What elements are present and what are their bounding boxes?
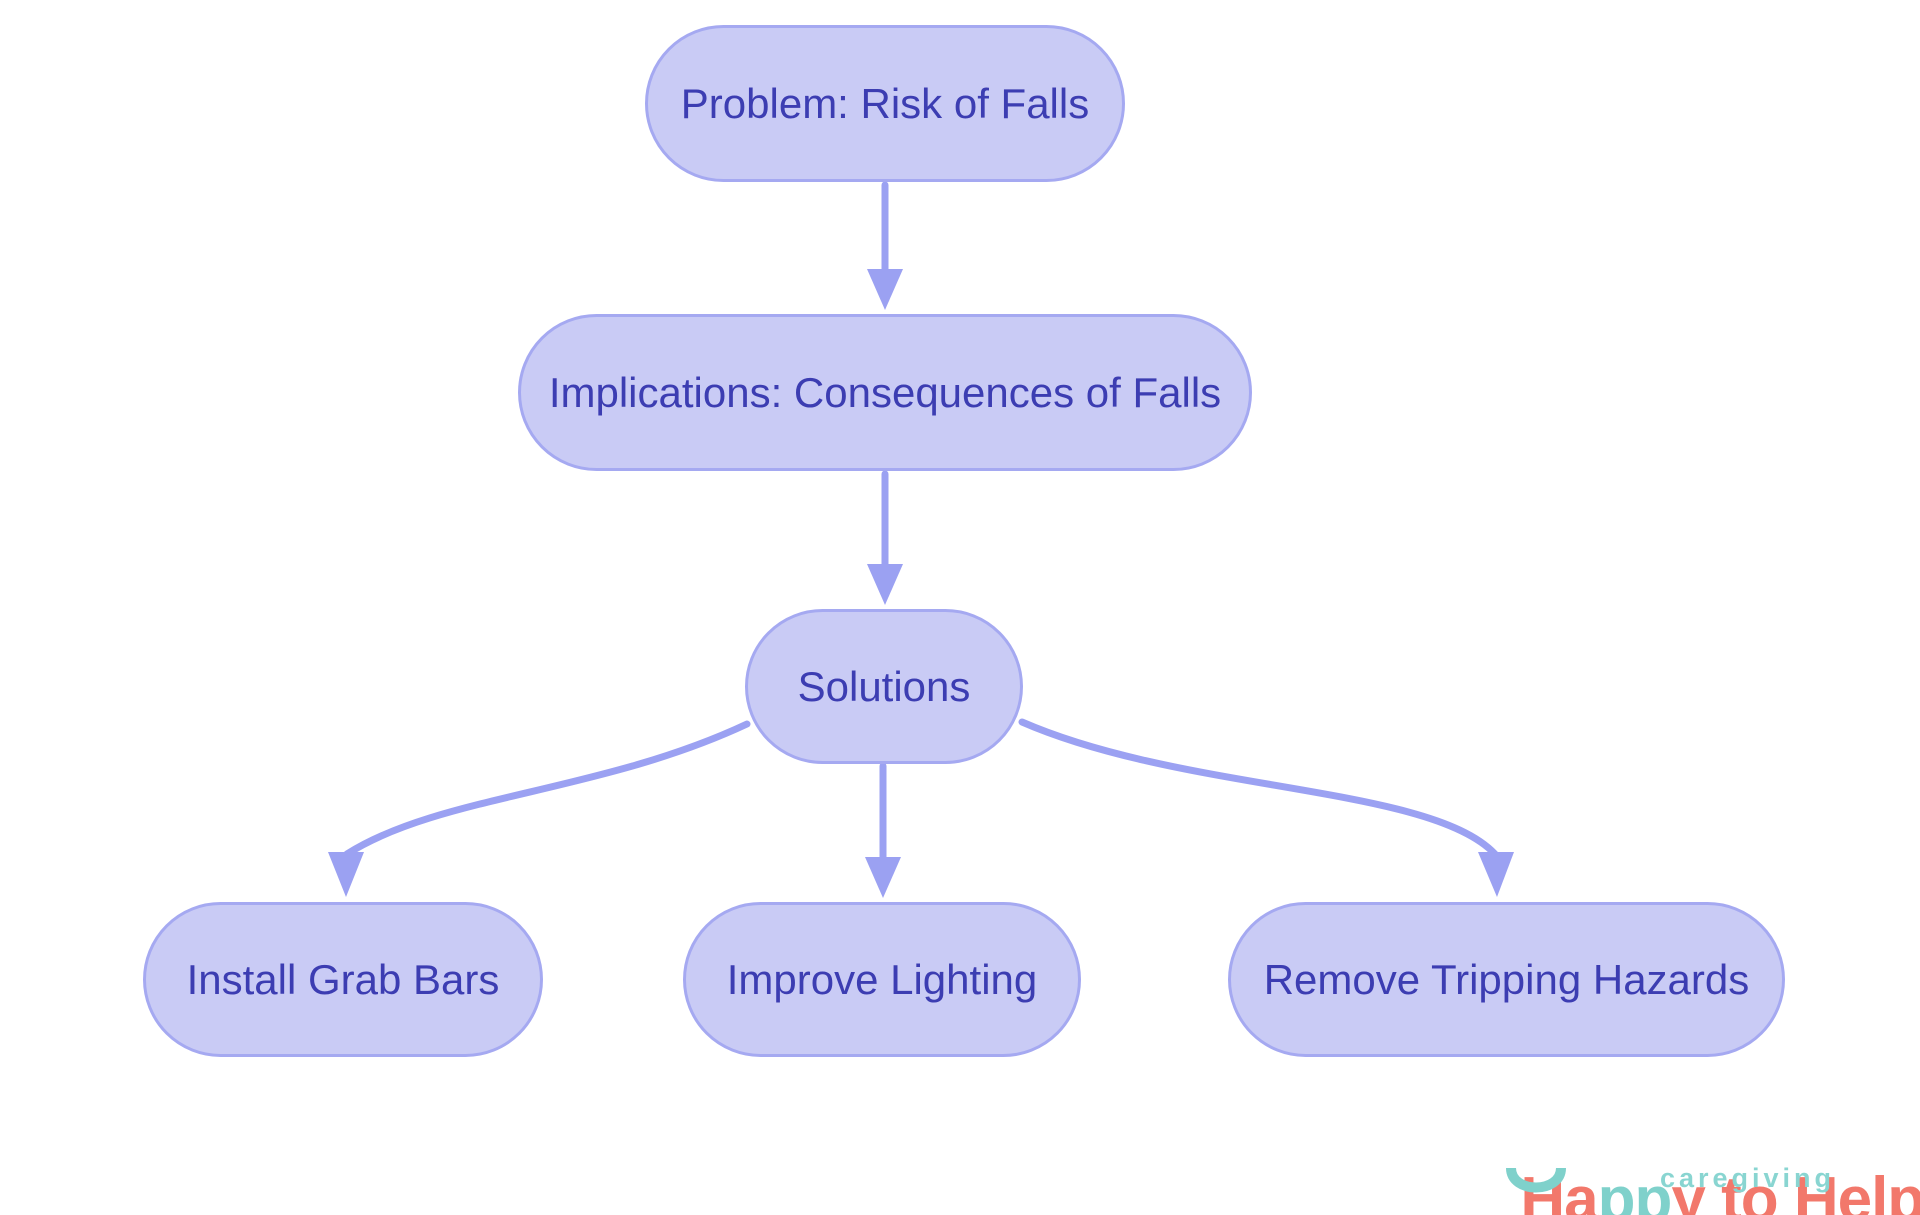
node-problem: Problem: Risk of Falls (645, 25, 1125, 182)
smile-icon (1506, 1167, 1566, 1193)
node-implications: Implications: Consequences of Falls (518, 314, 1252, 471)
arrow-problem-to-implications (867, 181, 903, 310)
logo-text-pp: pp (1597, 1165, 1673, 1215)
logo-tagline: caregiving (1659, 1163, 1835, 1193)
node-remove-tripping-hazards: Remove Tripping Hazards (1228, 902, 1785, 1057)
node-remove-tripping-hazards-label: Remove Tripping Hazards (1263, 955, 1750, 1003)
arrow-solutions-to-remove-tripping-hazards (1018, 718, 1514, 897)
logo-text-y-to-help: y to Help (1671, 1165, 1920, 1215)
node-install-grab-bars-label: Install Grab Bars (186, 955, 500, 1003)
arrow-solutions-to-install-grab-bars (328, 720, 751, 897)
arrow-solutions-to-improve-lighting (865, 762, 901, 898)
node-solutions: Solutions (745, 609, 1023, 764)
node-solutions-label: Solutions (797, 662, 971, 710)
node-improve-lighting-label: Improve Lighting (726, 955, 1038, 1003)
node-improve-lighting: Improve Lighting (683, 902, 1081, 1057)
node-problem-label: Problem: Risk of Falls (680, 79, 1090, 127)
logo-wordmark: Happy to Help (1423, 1098, 1920, 1215)
node-install-grab-bars: Install Grab Bars (143, 902, 543, 1057)
happy-to-help-logo: Happy to Help caregiving (1423, 1098, 1920, 1215)
arrow-implications-to-solutions (867, 470, 903, 605)
node-implications-label: Implications: Consequences of Falls (548, 368, 1222, 416)
